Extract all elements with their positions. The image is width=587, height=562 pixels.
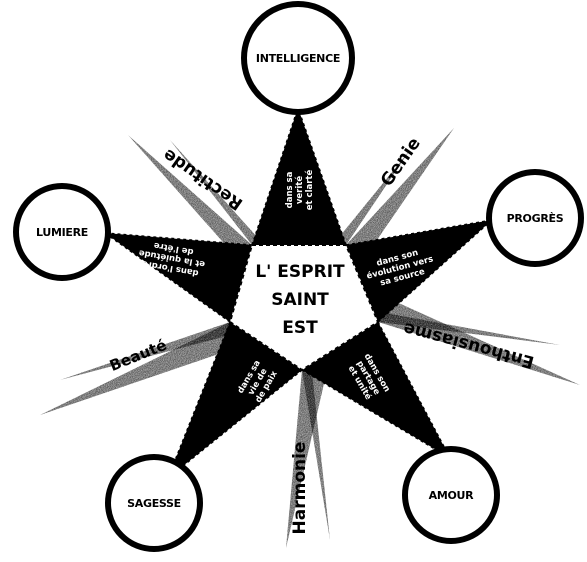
svg-text:et clarté: et clarté (304, 170, 315, 211)
circle-label-lumiere: LUMIERE (36, 226, 88, 239)
center-line-3: EST (282, 318, 318, 338)
center-line-1: L' ESPRIT (255, 262, 345, 282)
center-line-2: SAINT (271, 290, 329, 310)
svg-text:verité: verité (294, 176, 305, 204)
ray-label-harmonie: Harmonie (290, 442, 310, 535)
circle-sagesse: SAGESSE (108, 457, 200, 549)
circle-lumiere: LUMIERE (16, 186, 108, 278)
circle-label-progres: PROGRÈS (507, 212, 564, 225)
circle-intelligence: INTELLIGENCE (244, 4, 352, 112)
ray-label-genie: Genie (377, 134, 425, 190)
circle-label-amour: AMOUR (429, 489, 475, 502)
svg-text:dans sa: dans sa (285, 171, 295, 208)
circle-progres: PROGRÈS (489, 172, 581, 264)
circle-label-intelligence: INTELLIGENCE (256, 52, 340, 65)
circle-amour: AMOUR (405, 449, 497, 541)
ray-label-enthousiasme: Enthousiasme (401, 318, 536, 372)
circle-label-sagesse: SAGESSE (127, 497, 181, 510)
